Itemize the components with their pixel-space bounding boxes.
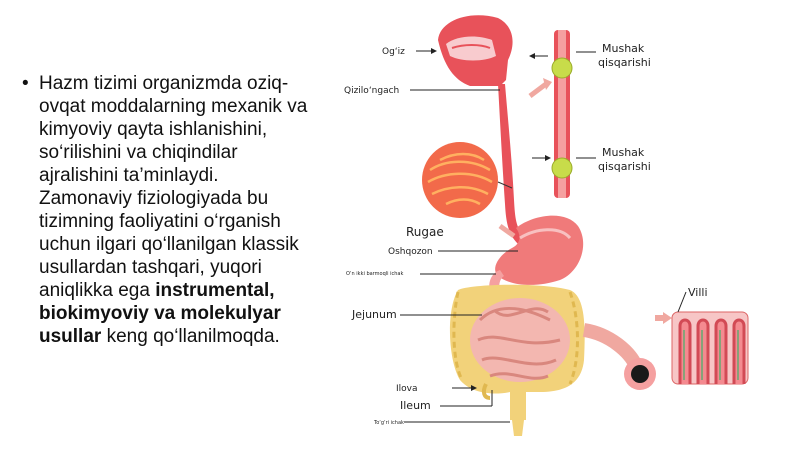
bolus-top: [551, 57, 573, 79]
bullet-text: • Hazm tizimi organizmda oziq-ovqat modd…: [22, 72, 312, 348]
label-ileum: Ileum: [400, 399, 431, 412]
rectum-shape: [512, 420, 524, 436]
bolus-bottom: [551, 157, 573, 179]
arrow-to-stomach: [498, 223, 516, 239]
label-contraction-bottom-1: Mushak: [602, 146, 645, 159]
label-mouth: Og‘iz: [382, 47, 405, 57]
paragraph-intro: Hazm tizimi organizmda oziq-ovqat moddal…: [39, 73, 308, 301]
label-villi: Villi: [688, 286, 708, 299]
label-stomach: Oshqozon: [388, 247, 433, 257]
label-duodenum: O‘n ikki barmoqli ichak: [346, 271, 403, 277]
arrow-to-peristalsis: [528, 82, 548, 98]
esophagus-tube: [498, 84, 524, 244]
paragraph: Hazm tizimi organizmda oziq-ovqat moddal…: [39, 72, 312, 348]
label-contraction-top-2: qisqarishi: [598, 56, 651, 69]
label-rectum: To‘g‘ri ichak: [373, 420, 404, 426]
label-rugae: Rugae: [406, 225, 444, 239]
rugae-illustration: [422, 142, 498, 218]
label-contraction-bottom-2: qisqarishi: [598, 160, 651, 173]
peristalsis-tube-bottom: [551, 118, 573, 198]
label-jejunum: Jejunum: [351, 308, 397, 321]
digestive-system-diagram: Og‘iz Qizilo‘ngach Mushak qisqarishi Mus…: [344, 15, 749, 436]
paragraph-bold: instrumental, biokimyoviy va molekulyar …: [39, 280, 281, 347]
peristalsis-tube-top: [551, 30, 573, 130]
appendix-shape: [481, 383, 491, 400]
label-ilova: Ilova: [396, 384, 418, 394]
label-esophagus: Qizilo‘ngach: [344, 86, 399, 96]
paragraph-outro: keng qo‘llanilmoqda.: [101, 326, 280, 347]
bullet-marker: •: [22, 73, 29, 94]
villi-inset: [582, 311, 749, 390]
small-intestine-shape: [470, 298, 570, 382]
head-mouth-shape: [438, 15, 513, 87]
label-contraction-top-1: Mushak: [602, 42, 645, 55]
